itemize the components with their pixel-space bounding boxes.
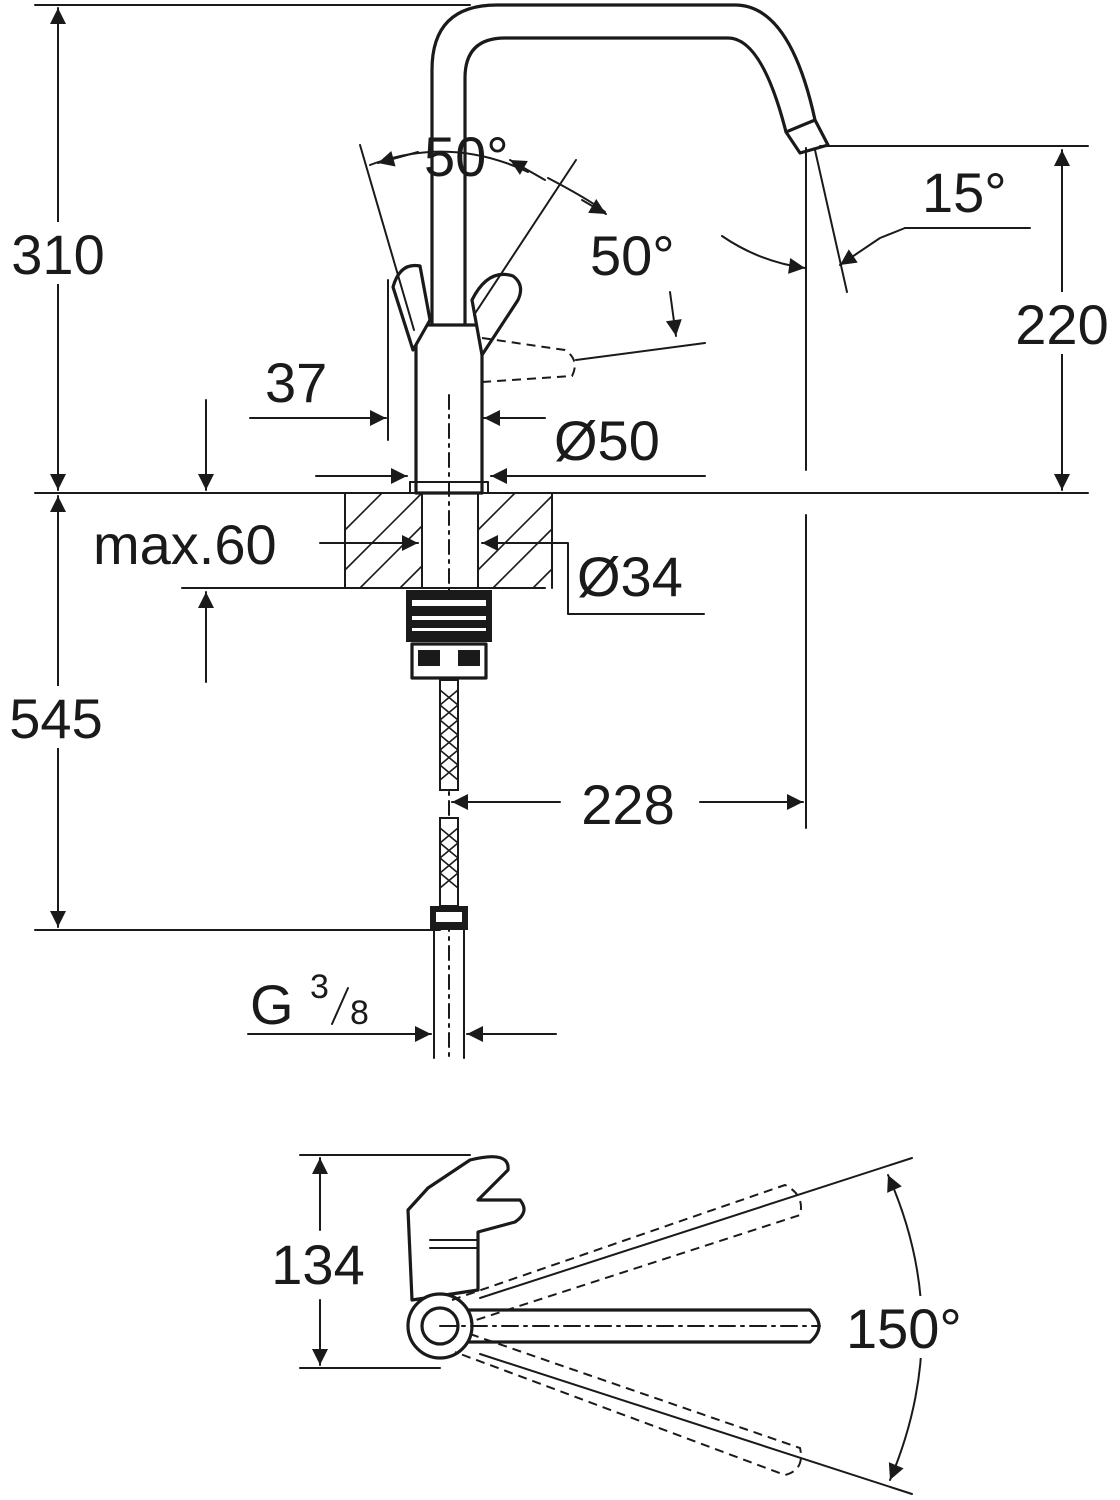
spout-outer	[430, 3, 817, 325]
arc-150-bg	[843, 1296, 993, 1358]
dim-545-label: 545	[9, 687, 102, 750]
lever-lowered-position	[481, 337, 576, 383]
spout-inner	[463, 36, 788, 325]
dim-228-label: 228	[581, 773, 674, 836]
angle-15-label: 15°	[922, 161, 1007, 224]
dim-310-label: 310	[11, 223, 104, 286]
dim-d34-leader	[544, 542, 705, 615]
lever-lowered-axis	[575, 342, 706, 361]
top-view-spout-left	[451, 1183, 802, 1323]
thread-denominator-label: 8	[350, 994, 369, 1032]
lever-left-axis	[359, 144, 415, 331]
lever-right-position	[470, 272, 523, 357]
dim-220-bg	[1004, 292, 1120, 354]
thread-fraction-slash	[331, 987, 349, 1025]
top-view-handle	[406, 1155, 526, 1302]
supply-hose	[430, 679, 468, 1059]
angle-50-right-label: 50°	[590, 224, 675, 287]
swivel-ray-right	[479, 1353, 913, 1495]
arc-50-right-arrow	[665, 291, 682, 337]
dim-220-label: 220	[1015, 293, 1108, 356]
dim-max60-label: max.60	[93, 513, 277, 576]
countertop-section	[344, 492, 553, 589]
dim-134-label: 134	[271, 1233, 364, 1296]
thread-numerator-label: 3	[310, 968, 329, 1006]
lever-right-axis	[473, 159, 577, 316]
dim-d50-label: Ø50	[554, 409, 660, 472]
angle-50-top-label: 50°	[424, 125, 509, 188]
angle-150-label: 150°	[846, 1297, 962, 1360]
dim-37-label: 37	[265, 351, 327, 414]
top-view: 134 150°	[271, 1154, 993, 1495]
arc-15-left	[721, 235, 806, 274]
side-view: 310 545 50° 50°	[0, 3, 1120, 1059]
swivel-ray-left	[479, 1157, 913, 1299]
dim-d34-label: Ø34	[577, 545, 683, 608]
dim-310-bg	[0, 222, 118, 284]
top-view-spout-right	[454, 1333, 802, 1477]
outlet-angled	[814, 149, 848, 293]
dim-545-bg	[0, 686, 118, 748]
mounting-nut	[406, 590, 492, 680]
thread-prefix-label: G	[250, 973, 294, 1036]
arc-15-right	[839, 227, 906, 266]
